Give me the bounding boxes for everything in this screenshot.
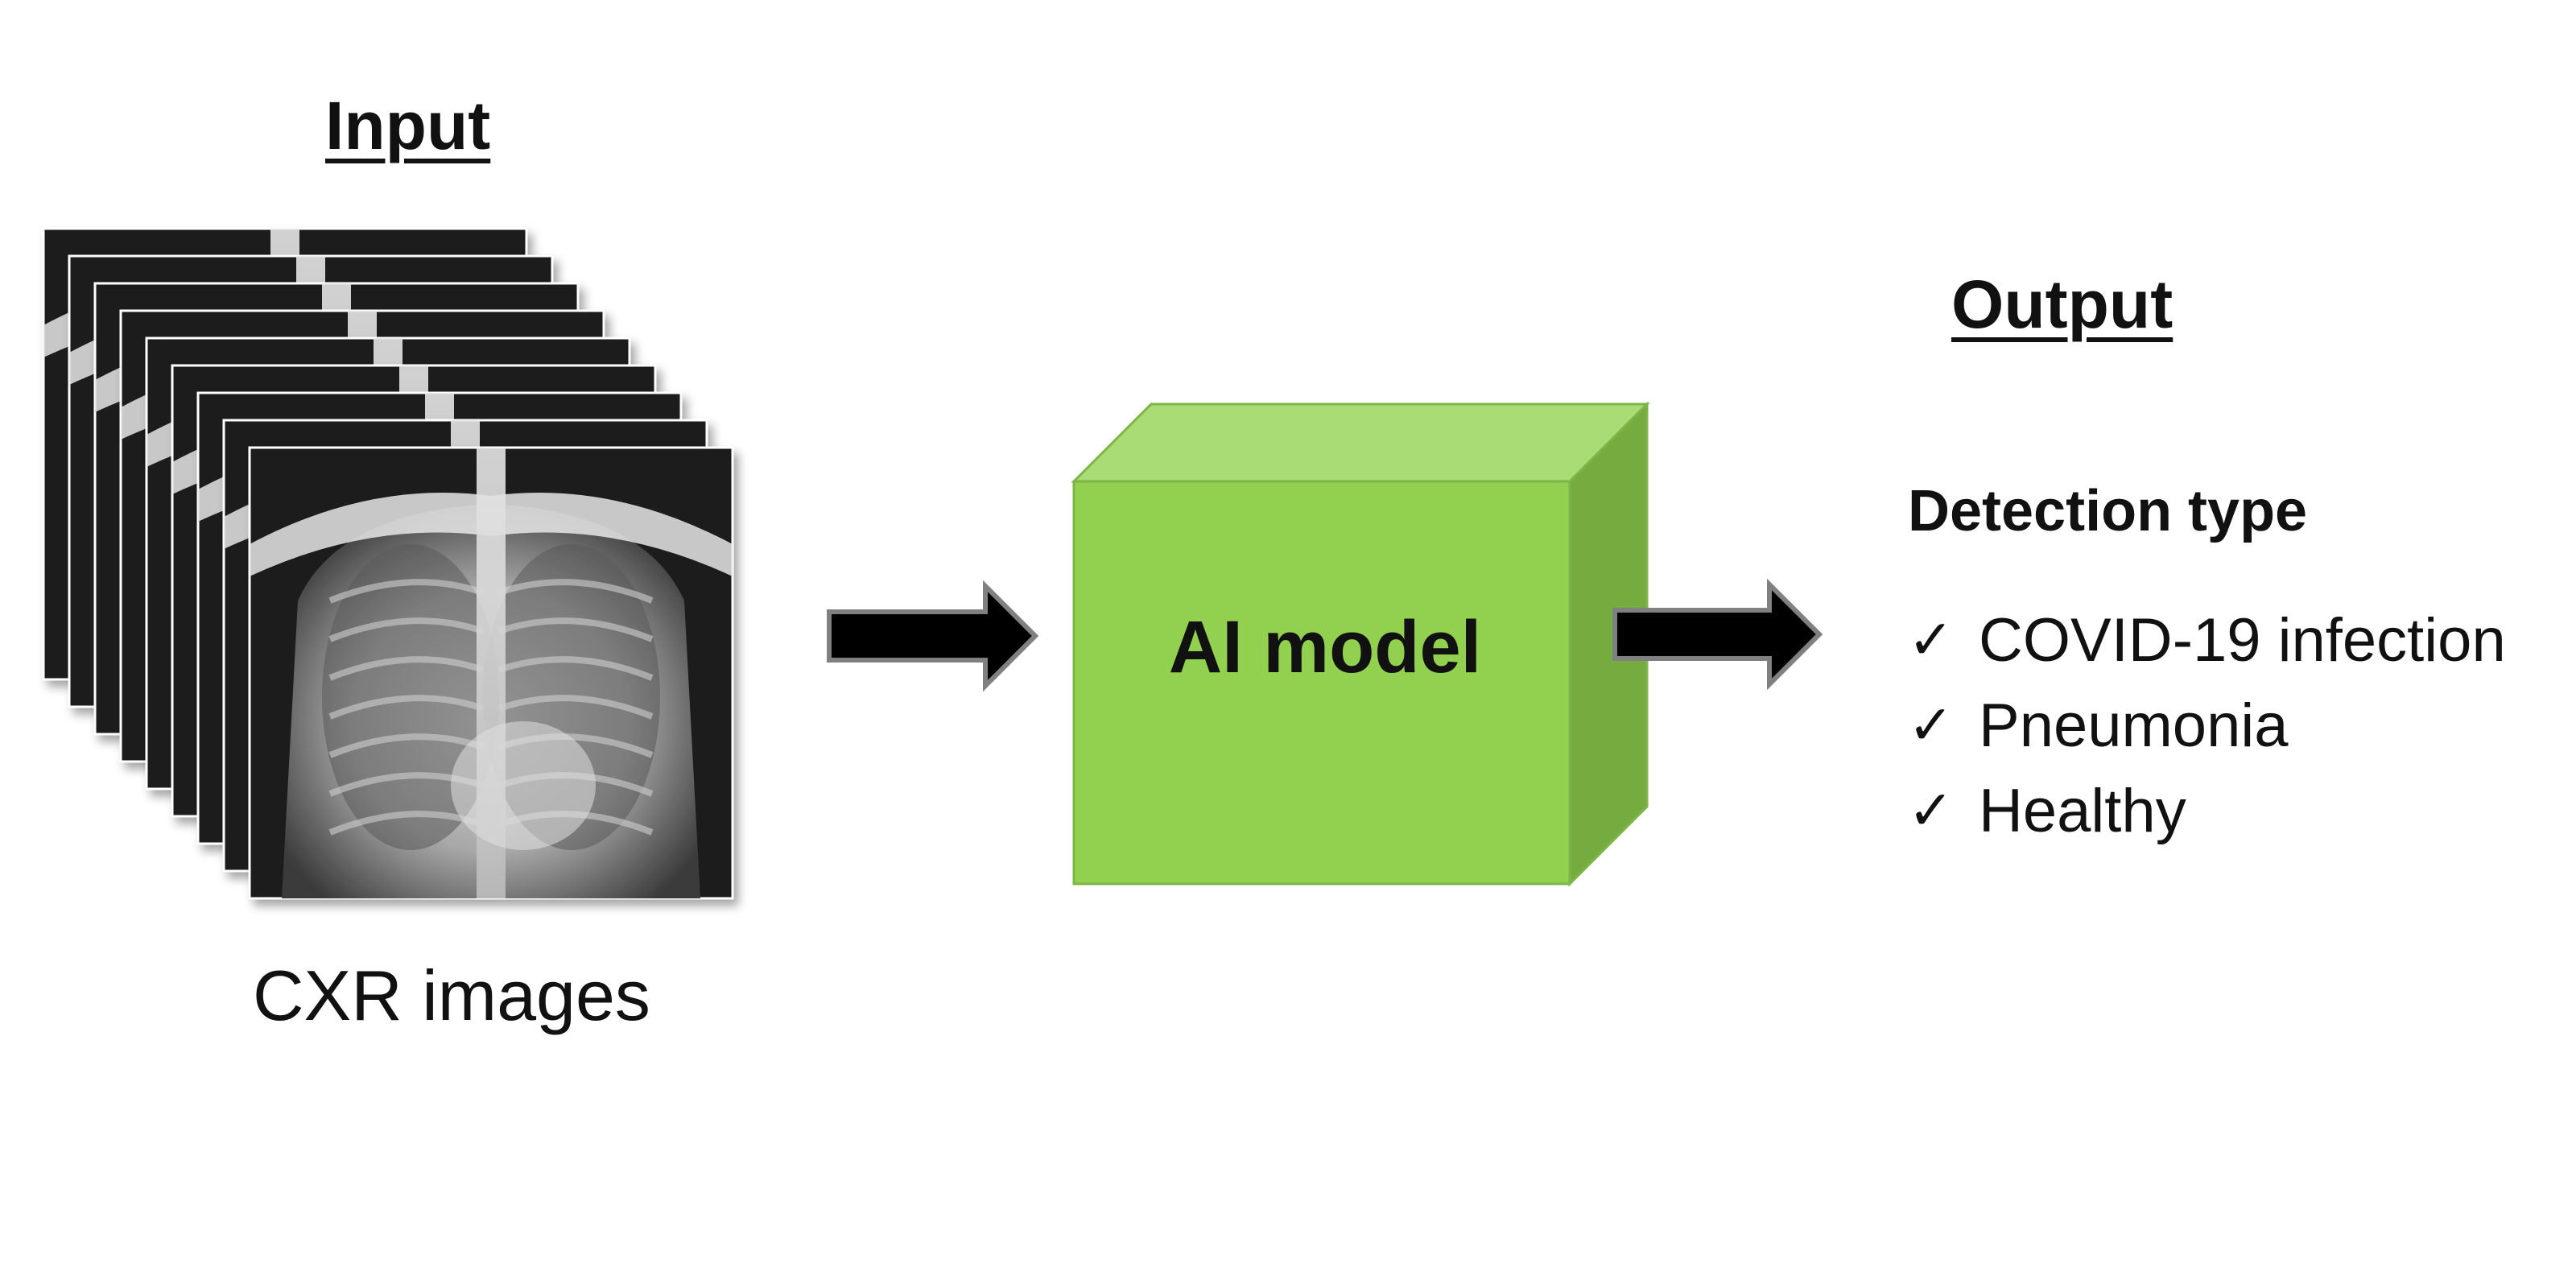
box-top-face xyxy=(1071,402,1650,483)
check-icon: ✓ xyxy=(1908,778,1954,843)
cxr-image xyxy=(248,446,734,900)
input-arrow xyxy=(827,580,1039,692)
input-title: Input xyxy=(325,88,491,163)
box-front-face xyxy=(1072,480,1571,886)
output-title: Output xyxy=(1951,266,2174,342)
list-item: ✓ Pneumonia xyxy=(1908,683,2506,768)
check-icon: ✓ xyxy=(1908,693,1954,758)
right-arrow-icon xyxy=(827,580,1039,692)
list-item: ✓ Healthy xyxy=(1908,768,2506,853)
detection-item-label: COVID-19 infection xyxy=(1979,605,2506,675)
detection-type-title: Detection type xyxy=(1908,479,2308,543)
cxr-image-stack xyxy=(42,227,734,900)
right-arrow-icon xyxy=(1612,578,1823,691)
output-arrow xyxy=(1612,578,1823,691)
detection-item-label: Healthy xyxy=(1979,776,2186,845)
detection-item-label: Pneumonia xyxy=(1979,691,2289,760)
detection-type-list: ✓ COVID-19 infection ✓ Pneumonia ✓ Healt… xyxy=(1908,597,2506,853)
ai-model-label: AI model xyxy=(1168,606,1482,688)
list-item: ✓ COVID-19 infection xyxy=(1908,597,2506,683)
check-icon: ✓ xyxy=(1908,608,1954,672)
ai-model-box xyxy=(1071,401,1650,887)
input-caption: CXR images xyxy=(253,956,650,1035)
